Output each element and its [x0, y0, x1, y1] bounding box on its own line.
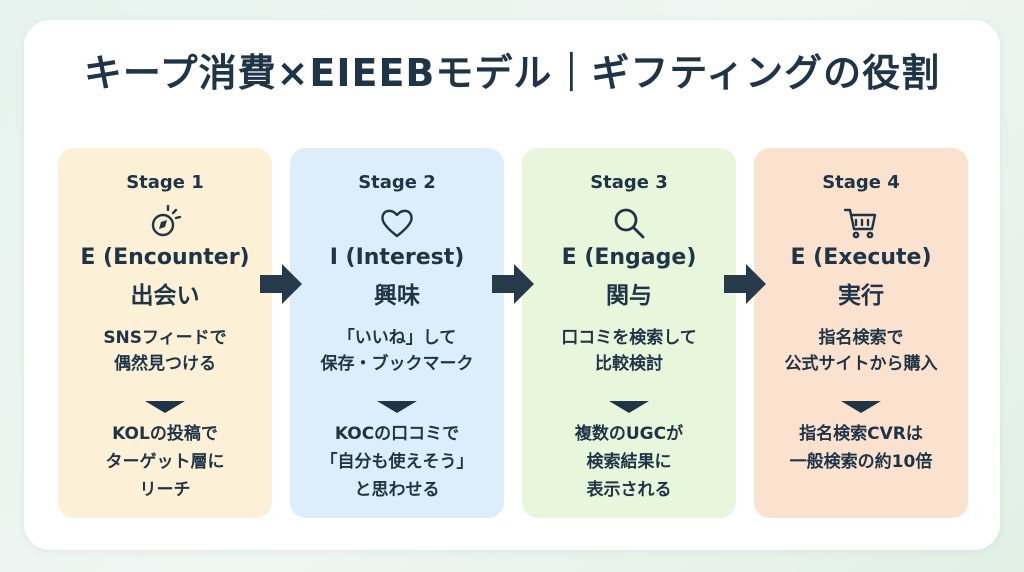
stage-jp-name: 出会い	[130, 283, 200, 309]
stage-card-3: Stage 3 E (Engage) 関与 口コミを検索して 比較検討 複数のU…	[522, 148, 736, 518]
stage-description-line: 口コミを検索して	[561, 328, 697, 348]
stage-result-line: と思わせる	[354, 480, 440, 501]
stage-description: SNSフィードで 偶然見つける	[58, 326, 272, 377]
down-triangle-icon	[609, 401, 649, 413]
stage-result-line: リーチ	[139, 480, 191, 501]
arrow-right-icon	[258, 262, 304, 306]
heart-icon	[378, 204, 416, 242]
down-triangle-icon	[841, 401, 881, 413]
arrow-right-icon	[722, 262, 768, 306]
stage-name: E (Engage)	[561, 245, 697, 270]
stage-description-line: SNSフィードで	[103, 328, 227, 348]
stage-jp-name: 興味	[374, 283, 420, 309]
stage-result-line: 指名検索CVRは	[799, 424, 923, 444]
cart-icon	[842, 204, 880, 242]
stage-result-line: KOLの投稿で	[112, 424, 218, 444]
stage-label: Stage 3	[590, 172, 668, 193]
stage-result-line: ターゲット層に	[105, 452, 225, 473]
stage-description-line: 比較検討	[595, 353, 663, 374]
stage-description-line: 「いいね」して	[337, 328, 457, 348]
stage-name: E (Execute)	[790, 245, 932, 270]
stage-name: I (Interest)	[329, 245, 465, 270]
stage-name: E (Encounter)	[80, 245, 250, 270]
stage-result: 指名検索CVRは 一般検索の約10倍	[754, 420, 968, 476]
stage-jp-name: 関与	[606, 283, 652, 309]
stage-description-line: 公式サイトから購入	[784, 353, 938, 374]
stage-jp-name: 実行	[838, 283, 884, 309]
stage-label: Stage 1	[126, 172, 204, 193]
stage-description-line: 偶然見つける	[114, 353, 216, 374]
stage-description: 「いいね」して 保存・ブックマーク	[290, 326, 504, 377]
stage-result-line: KOCの口コミで	[334, 424, 460, 444]
stage-description-line: 保存・ブックマーク	[320, 353, 474, 374]
stage-result: 複数のUGCが 検索結果に 表示される	[522, 420, 736, 504]
stage-card-2: Stage 2 I (Interest) 興味 「いいね」して 保存・ブックマー…	[290, 148, 504, 518]
stage-result: KOCの口コミで 「自分も使えそう」 と思わせる	[290, 420, 504, 504]
stage-label: Stage 4	[822, 172, 900, 193]
down-triangle-icon	[377, 401, 417, 413]
stage-result-line: 一般検索の約10倍	[789, 452, 933, 473]
stage-result-line: 表示される	[586, 480, 672, 501]
down-triangle-icon	[145, 401, 185, 413]
stage-result-line: 複数のUGCが	[574, 424, 684, 444]
stage-card-1: Stage 1 E (Encounter) 出会い SNSフィードで 偶然見つけ…	[58, 148, 272, 518]
stage-description-line: 指名検索で	[818, 328, 904, 348]
stage-result-line: 検索結果に	[586, 452, 672, 473]
stage-result: KOLの投稿で ターゲット層に リーチ	[58, 420, 272, 504]
stage-result-line: 「自分も使えそう」	[320, 452, 474, 473]
stage-label: Stage 2	[358, 172, 436, 193]
compass-icon	[146, 204, 184, 242]
arrow-right-icon	[490, 262, 536, 306]
stage-description: 指名検索で 公式サイトから購入	[754, 326, 968, 377]
page-title: キープ消費×EIEEBモデル｜ギフティングの役割	[83, 51, 941, 95]
search-icon	[610, 204, 648, 242]
stage-description: 口コミを検索して 比較検討	[522, 326, 736, 377]
stage-card-4: Stage 4 E (Execute) 実行 指名検索で 公式サイトから購入 指…	[754, 148, 968, 518]
